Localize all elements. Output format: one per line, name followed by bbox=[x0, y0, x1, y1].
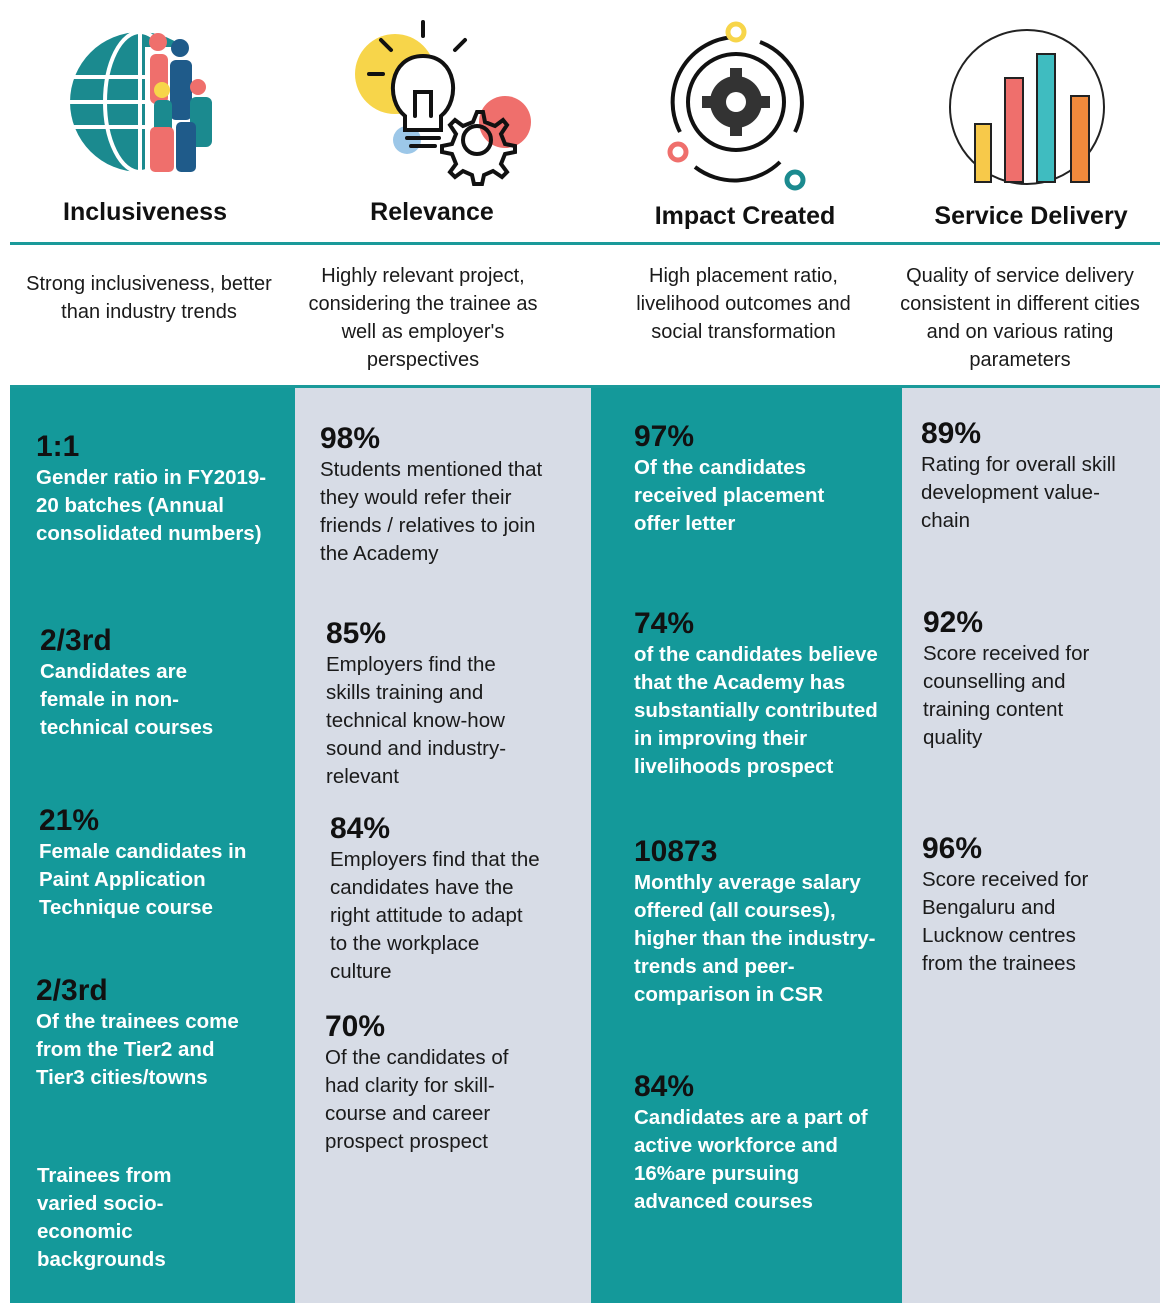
globe-people-icon bbox=[50, 12, 240, 192]
stat-item: 84% Employers find that the candidates h… bbox=[330, 812, 570, 986]
description-inclusiveness: Strong inclusiveness, better than indust… bbox=[26, 273, 272, 323]
heading-relevance: Relevance bbox=[370, 198, 494, 226]
panel-impact-created: 97% Of the candidates received placement… bbox=[591, 388, 902, 1303]
stat-value: 98% bbox=[320, 422, 381, 455]
stat-text: Of the candidates of had clarity for ski… bbox=[325, 1046, 509, 1153]
panel-inclusiveness: 1:1 Gender ratio in FY2019-20 batches (A… bbox=[10, 388, 295, 1303]
stat-item: 10873 Monthly average salary offered (al… bbox=[634, 835, 894, 1009]
header-divider bbox=[10, 242, 1160, 245]
description-relevance: Highly relevant project, considering the… bbox=[308, 265, 538, 371]
stat-text: Candidates are female in non-technical c… bbox=[40, 660, 214, 739]
stat-text: Of the candidates received placement off… bbox=[634, 456, 825, 535]
stat-text: Employers find the skills training and t… bbox=[326, 653, 507, 788]
stat-item: 96% Score received for Bengaluru and Luc… bbox=[922, 832, 1147, 978]
stat-value: 21% bbox=[39, 804, 100, 837]
stat-item: 98% Students mentioned that they would r… bbox=[320, 422, 560, 568]
lightbulb-gear-icon bbox=[345, 12, 535, 192]
stat-item: 97% Of the candidates received placement… bbox=[634, 420, 874, 538]
stat-text: Rating for overall skill development val… bbox=[921, 453, 1116, 532]
stat-value: 97% bbox=[634, 420, 695, 453]
stat-item: 74% of the candidates believe that the A… bbox=[634, 607, 894, 781]
stat-text: Gender ratio in FY2019-20 batches (Annua… bbox=[36, 466, 267, 545]
stat-text: of the candidates believe that the Acade… bbox=[634, 643, 878, 778]
stat-value: 84% bbox=[634, 1070, 695, 1103]
stat-item: 84% Candidates are a part of active work… bbox=[634, 1070, 894, 1216]
stat-item: 70% Of the candidates of had clarity for… bbox=[325, 1010, 565, 1156]
stat-value: 70% bbox=[325, 1010, 386, 1043]
stat-text: Of the trainees come from the Tier2 and … bbox=[36, 1010, 239, 1089]
stat-value: 85% bbox=[326, 617, 387, 650]
stat-text: Score received for Bengaluru and Lucknow… bbox=[922, 868, 1089, 975]
stat-value: 89% bbox=[921, 417, 982, 450]
stat-value: 74% bbox=[634, 607, 695, 640]
stat-item: 89% Rating for overall skill development… bbox=[921, 417, 1146, 535]
stat-item: 2/3rd Of the trainees come from the Tier… bbox=[36, 974, 276, 1092]
panel-service-delivery: 89% Rating for overall skill development… bbox=[902, 388, 1160, 1303]
stat-value: 92% bbox=[923, 606, 984, 639]
panel-relevance: 98% Students mentioned that they would r… bbox=[295, 388, 591, 1303]
stat-text: Female candidates in Paint Application T… bbox=[39, 840, 247, 919]
heading-inclusiveness: Inclusiveness bbox=[63, 198, 227, 226]
stat-text: Employers find that the candidates have … bbox=[330, 848, 540, 983]
stat-item: 1:1 Gender ratio in FY2019-20 batches (A… bbox=[36, 430, 276, 548]
stat-item: 21% Female candidates in Paint Applicati… bbox=[39, 804, 279, 922]
stat-item: 85% Employers find the skills training a… bbox=[326, 617, 566, 791]
stat-value: 2/3rd bbox=[36, 974, 108, 1007]
gear-cycle-icon bbox=[640, 12, 830, 192]
stat-text: Students mentioned that they would refer… bbox=[320, 458, 543, 565]
stat-text: Trainees from varied socio-economic back… bbox=[37, 1164, 172, 1271]
stat-text: Candidates are a part of active workforc… bbox=[634, 1106, 868, 1213]
stat-value: 2/3rd bbox=[40, 624, 112, 657]
description-service-delivery: Quality of service delivery consistent i… bbox=[900, 265, 1140, 371]
stat-value: 1:1 bbox=[36, 430, 80, 463]
description-impact-created: High placement ratio, livelihood outcome… bbox=[636, 265, 851, 343]
bar-chart-circle-icon bbox=[935, 12, 1125, 192]
stat-value: 96% bbox=[922, 832, 983, 865]
stat-item: Trainees from varied socio-economic back… bbox=[37, 1162, 237, 1274]
stat-text: Score received for counselling and train… bbox=[923, 642, 1090, 749]
stat-value: 10873 bbox=[634, 835, 718, 868]
stat-text: Monthly average salary offered (all cour… bbox=[634, 871, 876, 1006]
stat-item: 92% Score received for counselling and t… bbox=[923, 606, 1148, 752]
heading-service-delivery: Service Delivery bbox=[934, 202, 1128, 230]
stat-value: 84% bbox=[330, 812, 391, 845]
stat-item: 2/3rd Candidates are female in non-techn… bbox=[40, 624, 280, 742]
heading-impact-created: Impact Created bbox=[654, 202, 836, 230]
description-divider bbox=[10, 385, 1160, 388]
